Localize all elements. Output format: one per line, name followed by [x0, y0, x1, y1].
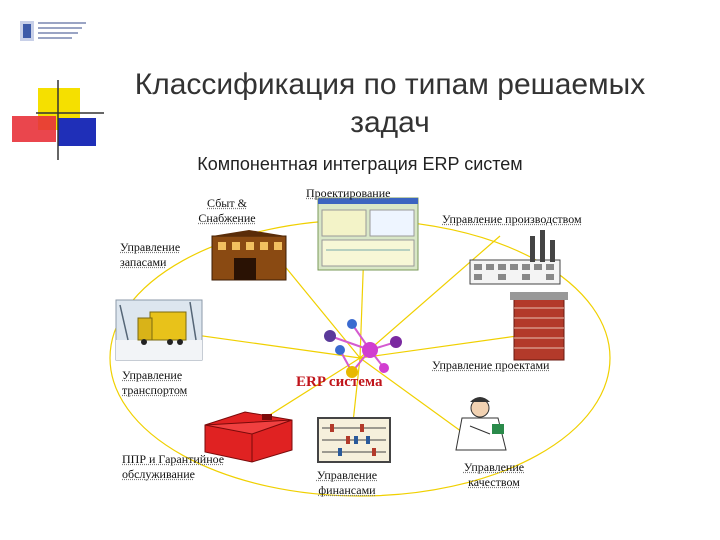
factory-icon [469, 230, 561, 285]
logo [20, 18, 90, 44]
truck-photo-icon [115, 299, 203, 361]
slide-title: Классификация по типам решаемых задач [134, 68, 646, 139]
node-design: Проектирование [306, 186, 391, 200]
decor-squares [0, 0, 110, 170]
service-building-icon [204, 411, 293, 463]
node-quality: Управление качеством [463, 460, 525, 489]
node-maintenance: ППР и Гарантийное обслуживание [122, 452, 225, 481]
node-projects: Управление проектами [432, 358, 550, 372]
quality-inspector-icon [455, 397, 507, 451]
erp-molecule-icon [324, 319, 402, 378]
decor-squares-icon [12, 80, 104, 160]
design-screenshot-icon [317, 197, 419, 271]
center-label: ERP система [296, 374, 383, 390]
warehouse-building-icon [211, 230, 287, 281]
node-transport: Управление транспортом [122, 368, 188, 397]
university-logo-icon [20, 21, 86, 41]
abacus-icon [317, 417, 391, 463]
brick-wall-icon [510, 292, 568, 361]
slide-subtitle: Компонентная интеграция ERP систем [197, 154, 523, 174]
node-sales: Сбыт & Снабжение [198, 196, 256, 225]
node-inventory: Управление запасами [120, 240, 181, 269]
node-finance: Управление финансами [316, 468, 378, 497]
node-production: Управление производством [442, 212, 582, 226]
